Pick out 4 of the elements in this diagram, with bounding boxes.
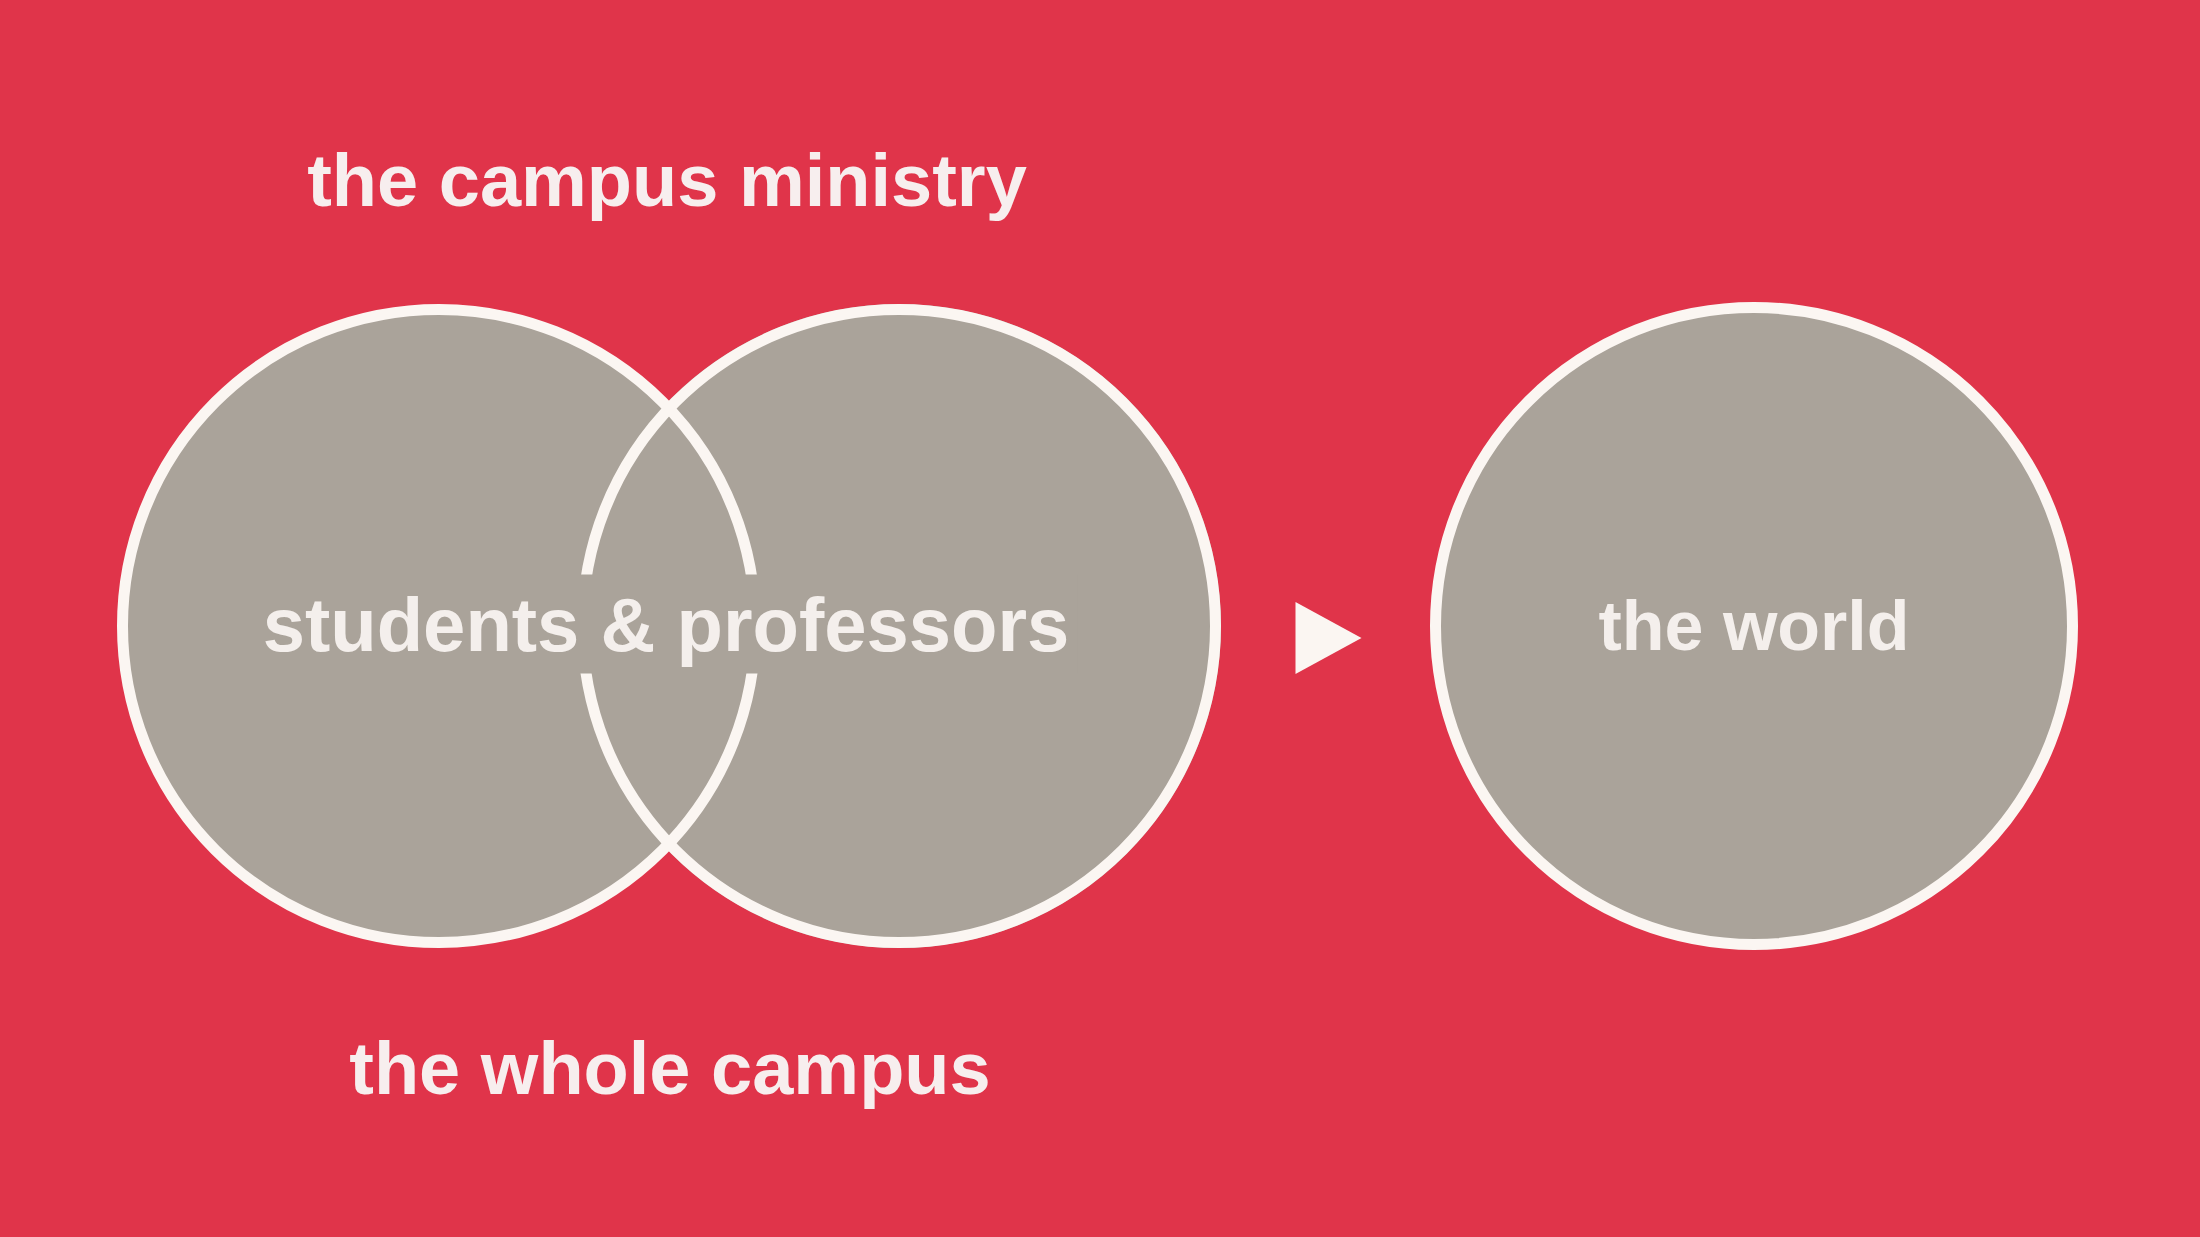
top-label: the campus ministry	[307, 137, 1027, 223]
bottom-label: the whole campus	[349, 1025, 991, 1111]
arrow	[1295, 602, 1362, 674]
circle-label: the world	[1598, 586, 1910, 666]
